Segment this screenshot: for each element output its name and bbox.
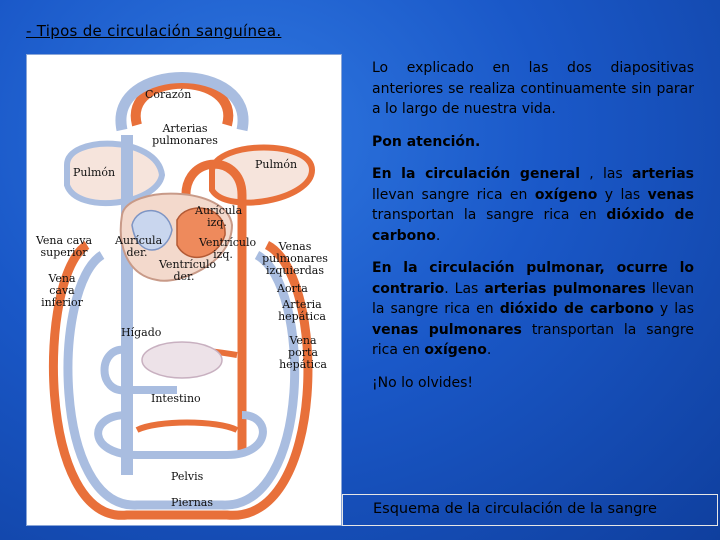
general-connector-2: llevan sangre rica en [372,187,535,203]
label-auricula-der: Aurícula der. [115,235,159,259]
pulmonar-dioxido: dióxido de carbono [500,301,654,317]
label-venas-pulmonares: Venas pulmonares izquierdas [255,241,335,277]
general-circulation-paragraph: En la circulación general , las arterias… [372,164,694,246]
label-arteria-hepatica: Arteria hepática [275,299,329,323]
label-vena-porta: Vena porta hepática [273,335,333,371]
caption-box: Esquema de la circulación de la sangre [342,494,718,526]
explanation-text: Lo explicado en las dos diapositivas ant… [372,58,694,405]
lung-right-shape [212,148,312,203]
label-vena-cava-superior: Vena cava superior [35,235,93,259]
pulmonary-circulation-paragraph: En la circulación pulmonar, ocurre lo co… [372,258,694,361]
general-connector-4: transportan la sangre rica en [372,207,606,223]
pulmonar-venas: venas pulmonares [372,322,522,338]
pulmonar-arterias: arterias pulmonares [484,281,646,297]
general-term: En la circulación general [372,166,580,182]
general-arterias: arterias [632,166,694,182]
label-pelvis: Pelvis [171,471,203,483]
label-corazon: Corazón [145,89,191,101]
general-period: . [436,228,440,244]
label-aorta: Aorta [277,283,308,295]
label-intestino: Intestino [151,393,201,405]
intestine-artery [137,423,237,431]
slide-title: - Tipos de circulación sanguínea. [26,22,281,40]
attention-text: Pon atención. [372,134,480,150]
intro-paragraph: Lo explicado en las dos diapositivas ant… [372,58,694,120]
pulmonar-period: . [487,342,491,358]
circulation-diagram: Corazón Arterias pulmonares Pulmón Pulmó… [26,54,342,526]
general-oxigeno: oxígeno [535,187,598,203]
label-pulmon-right: Pulmón [255,159,297,171]
label-higado: Hígado [121,327,161,339]
liver-shape [142,342,222,378]
caption-text: Esquema de la circulación de la sangre [373,501,657,517]
label-piernas: Piernas [171,497,213,509]
label-ventriculo-der: Ventrículo der. [159,259,209,283]
attention-paragraph: Pon atención. [372,132,694,153]
body-vein-loop [68,255,295,505]
pulmonar-connector-1: . Las [444,281,484,297]
label-arterias-pulmonares: Arterias pulmonares [145,123,225,147]
label-pulmon-left: Pulmón [73,167,115,179]
general-venas: venas [648,187,694,203]
pulmonar-connector-3: y las [654,301,694,317]
general-connector-1: , las [580,166,632,182]
general-connector-3: y las [597,187,647,203]
label-auricula-izq: Aurícula izq. [195,205,239,229]
pulmonar-oxigeno: oxígeno [424,342,487,358]
reminder-paragraph: ¡No lo olvides! [372,373,694,394]
label-vena-cava-inferior: Vena cava inferior [37,273,87,309]
